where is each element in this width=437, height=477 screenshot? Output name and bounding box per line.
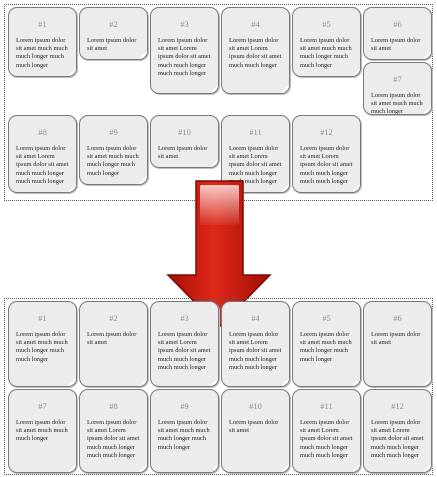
card-number: #8 — [109, 401, 118, 411]
bottom-card-2: #2 Lorem ipsum dolor sit amet — [79, 301, 148, 387]
top-card-5: #5 Lorem ipsum dolor sit amet much much … — [292, 7, 361, 77]
folded-corner-icon — [68, 464, 76, 472]
top-card-7: #7 Lorem ipsum dolor sit amet much much … — [363, 62, 432, 115]
card-text: Lorem ipsum dolor sit amet much much muc… — [371, 92, 423, 115]
card-text: Lorem ipsum dolor sit amet much much muc… — [16, 419, 68, 443]
card-text: Lorem ipsum dolor sit amet Lorem ipsum d… — [87, 419, 140, 459]
folded-corner-icon — [352, 378, 360, 386]
card-number: #4 — [251, 313, 260, 323]
bottom-panel: #1 Lorem ipsum dolor sit amet much much … — [4, 298, 433, 475]
folded-corner-icon — [352, 184, 360, 192]
bottom-card-5: #5 Lorem ipsum dolor sit amet much much … — [292, 301, 361, 387]
folded-corner-icon — [281, 378, 289, 386]
card-number: #2 — [109, 313, 118, 323]
card-number: #7 — [38, 401, 47, 411]
folded-corner-icon — [423, 464, 431, 472]
folded-corner-icon — [139, 378, 147, 386]
bottom-card-6: #6 Lorem ipsum dolor sit amet — [363, 301, 432, 387]
card-number: #3 — [180, 19, 189, 29]
card-text: Lorem ipsum dolor sit amet much much muc… — [158, 419, 210, 451]
card-number: #2 — [109, 19, 118, 29]
card-number: #9 — [109, 127, 118, 137]
folded-corner-icon — [423, 378, 431, 386]
card-text: Lorem ipsum dolor sit amet much much muc… — [16, 37, 68, 69]
folded-corner-icon — [68, 68, 76, 76]
bottom-card-3: #3 Lorem ipsum dolor sit amet Lorem ipsu… — [150, 301, 219, 387]
card-number: #6 — [393, 19, 402, 29]
card-number: #9 — [180, 401, 189, 411]
card-text: Lorem ipsum dolor sit amet Lorem ipsum d… — [300, 419, 353, 459]
top-card-10: #10 Lorem ipsum dolor sit amet — [150, 115, 219, 168]
card-number: #11 — [320, 401, 333, 411]
bottom-card-11: #11 Lorem ipsum dolor sit amet Lorem ips… — [292, 389, 361, 473]
card-number: #7 — [393, 74, 402, 84]
card-number: #1 — [38, 19, 47, 29]
folded-corner-icon — [281, 85, 289, 93]
card-text: Lorem ipsum dolor sit amet — [371, 37, 421, 53]
bottom-card-9: #9 Lorem ipsum dolor sit amet much much … — [150, 389, 219, 473]
folded-corner-icon — [210, 464, 218, 472]
top-card-12: #12 Lorem ipsum dolor sit amet Lorem ips… — [292, 115, 361, 193]
card-text: Lorem ipsum dolor sit amet Lorem ipsum d… — [158, 37, 211, 77]
bottom-card-4: #4 Lorem ipsum dolor sit amet Lorem ipsu… — [221, 301, 290, 387]
card-text: Lorem ipsum dolor sit amet — [87, 37, 137, 53]
card-number: #3 — [180, 313, 189, 323]
card-number: #6 — [393, 313, 402, 323]
card-text: Lorem ipsum dolor sit amet Lorem ipsum d… — [229, 331, 282, 371]
card-number: #12 — [391, 401, 404, 411]
folded-corner-icon — [210, 378, 218, 386]
card-number: #12 — [320, 127, 333, 137]
bottom-card-8: #8 Lorem ipsum dolor sit amet Lorem ipsu… — [79, 389, 148, 473]
folded-corner-icon — [352, 68, 360, 76]
folded-corner-icon — [281, 184, 289, 192]
card-text: Lorem ipsum dolor sit amet much much muc… — [300, 37, 352, 69]
card-number: #10 — [178, 127, 191, 137]
card-number: #4 — [251, 19, 260, 29]
card-text: Lorem ipsum dolor sit amet Lorem ipsum d… — [371, 419, 424, 459]
card-text: Lorem ipsum dolor sit amet Lorem ipsum d… — [16, 145, 69, 185]
card-text: Lorem ipsum dolor sit amet much much muc… — [87, 145, 139, 177]
top-card-11: #11 Lorem ipsum dolor sit amet Lorem ips… — [221, 115, 290, 193]
top-card-2: #2 Lorem ipsum dolor sit amet — [79, 7, 148, 60]
folded-corner-icon — [281, 464, 289, 472]
card-text: Lorem ipsum dolor sit amet — [371, 331, 421, 347]
folded-corner-icon — [210, 85, 218, 93]
bottom-card-12: #12 Lorem ipsum dolor sit amet Lorem ips… — [363, 389, 432, 473]
top-card-4: #4 Lorem ipsum dolor sit amet Lorem ipsu… — [221, 7, 290, 94]
card-number: #1 — [38, 313, 47, 323]
bottom-card-1: #1 Lorem ipsum dolor sit amet much much … — [8, 301, 77, 387]
top-card-9: #9 Lorem ipsum dolor sit amet much much … — [79, 115, 148, 185]
card-number: #5 — [322, 313, 331, 323]
card-number: #8 — [38, 127, 47, 137]
top-card-8: #8 Lorem ipsum dolor sit amet Lorem ipsu… — [8, 115, 77, 193]
card-text: Lorem ipsum dolor sit amet much much muc… — [300, 331, 352, 363]
card-number: #10 — [249, 401, 262, 411]
card-text: Lorem ipsum dolor sit amet Lorem ipsum d… — [158, 331, 211, 371]
card-text: Lorem ipsum dolor sit amet much much muc… — [16, 331, 68, 363]
folded-corner-icon — [139, 176, 147, 184]
folded-corner-icon — [139, 464, 147, 472]
card-text: Lorem ipsum dolor sit amet — [229, 419, 279, 435]
card-text: Lorem ipsum dolor sit amet — [158, 145, 208, 161]
top-card-6: #6 Lorem ipsum dolor sit amet — [363, 7, 432, 60]
card-text: Lorem ipsum dolor sit amet Lorem ipsum d… — [300, 145, 353, 185]
card-text: Lorem ipsum dolor sit amet — [87, 331, 137, 347]
folded-corner-icon — [68, 184, 76, 192]
folded-corner-icon — [423, 106, 431, 114]
folded-corner-icon — [139, 51, 147, 59]
folded-corner-icon — [352, 464, 360, 472]
bottom-card-7: #7 Lorem ipsum dolor sit amet much much … — [8, 389, 77, 473]
card-text: Lorem ipsum dolor sit amet Lorem ipsum d… — [229, 145, 282, 185]
top-panel: #1 Lorem ipsum dolor sit amet much much … — [4, 4, 433, 201]
folded-corner-icon — [210, 159, 218, 167]
bottom-card-10: #10 Lorem ipsum dolor sit amet — [221, 389, 290, 473]
card-number: #11 — [249, 127, 262, 137]
folded-corner-icon — [423, 51, 431, 59]
folded-corner-icon — [68, 378, 76, 386]
top-card-1: #1 Lorem ipsum dolor sit amet much much … — [8, 7, 77, 77]
top-card-3: #3 Lorem ipsum dolor sit amet Lorem ipsu… — [150, 7, 219, 94]
card-number: #5 — [322, 19, 331, 29]
card-text: Lorem ipsum dolor sit amet Lorem ipsum d… — [229, 37, 282, 69]
